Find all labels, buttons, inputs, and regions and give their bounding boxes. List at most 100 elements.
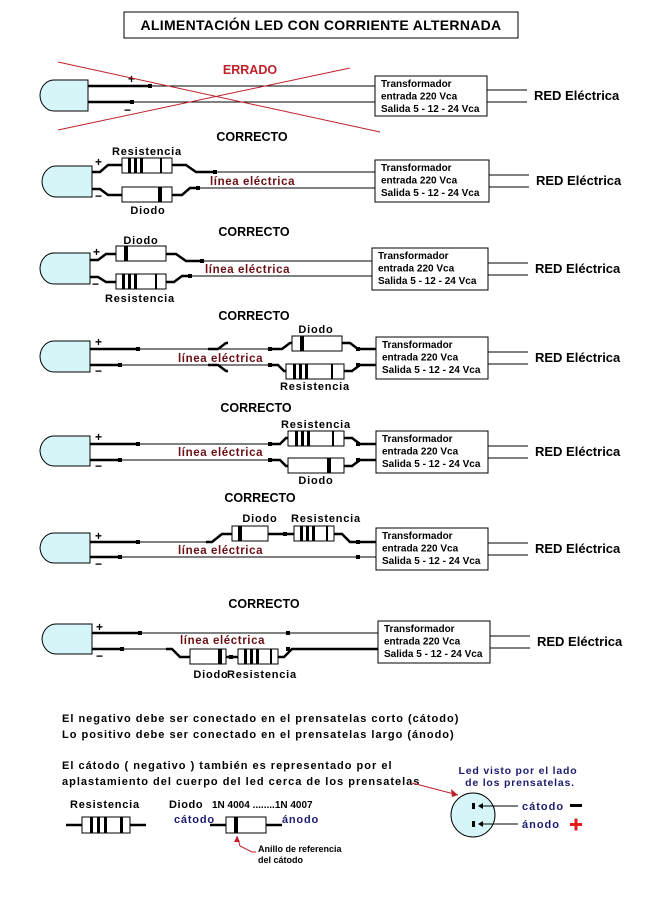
status-label: CORRECTO: [220, 401, 292, 415]
diagram-correcto-2: CORRECTO + − Diodo Resistencia línea elé…: [39, 225, 372, 305]
transformer-text: Salida 5 - 12 - 24 Vca: [381, 104, 480, 115]
grid-label: RED Eléctrica: [535, 350, 621, 365]
pointer-arrow: [411, 782, 459, 796]
transformer-text: Transformador: [382, 531, 453, 542]
note-line-4: aplastamiento del cuerpo del led cerca d…: [62, 776, 420, 788]
led-icon: [39, 252, 91, 285]
ring-pointer: [236, 835, 256, 853]
component-label: Resistencia: [105, 293, 175, 305]
legend-diode-label: Diodo: [169, 799, 203, 811]
grid-label: RED Eléctrica: [535, 541, 621, 556]
status-label: ERRADO: [223, 63, 277, 77]
led-icon: [41, 623, 93, 655]
ring-note-1: Anillo de referencia: [258, 844, 343, 854]
status-label: CORRECTO: [216, 130, 288, 144]
component-label: Resistencia: [227, 669, 297, 681]
led-bottom-view-icon: [450, 792, 496, 838]
component-label: Diodo: [123, 235, 158, 247]
led-view-title-2: de los prensatelas.: [465, 777, 575, 789]
transformer-box: [375, 527, 489, 571]
svg-text:−: −: [95, 364, 102, 378]
svg-text:−: −: [96, 649, 103, 663]
transformer-text: Transformador: [381, 79, 452, 90]
svg-text:+: +: [95, 335, 102, 349]
transformer-text: entrada 220 Vca: [382, 544, 459, 555]
diode-icon: [291, 335, 343, 352]
diode-icon: [231, 525, 269, 542]
transformer-text: entrada 220 Vca: [382, 447, 459, 458]
status-label: CORRECTO: [228, 597, 300, 611]
transformer-text: Transformador: [384, 624, 455, 635]
transformer-text: Transformador: [378, 251, 449, 262]
status-label: CORRECTO: [218, 225, 290, 239]
legend-cathode-label: cátodo: [174, 814, 215, 826]
transformer-box: [374, 75, 488, 117]
linea-label: línea eléctrica: [178, 353, 263, 365]
led-view-title-1: Led visto por el lado: [459, 765, 578, 777]
svg-text:+: +: [96, 620, 103, 634]
grid-label: RED Eléctrica: [536, 173, 622, 188]
svg-text:+: +: [95, 430, 102, 444]
wrong-cross-line: [57, 67, 351, 131]
led-icon: [39, 435, 91, 467]
component-label: Diodo: [242, 513, 277, 525]
component-label: Diodo: [298, 475, 333, 487]
transformer-text: Salida 5 - 12 - 24 Vca: [381, 188, 480, 199]
note-line-1: El negativo debe ser conectado en el pre…: [62, 713, 459, 725]
diagram-correcto-4: CORRECTO + − Resistencia Diodo línea elé…: [39, 401, 376, 487]
grid-label: RED Eléctrica: [534, 88, 620, 103]
diagram-correcto-5: CORRECTO + − Diodo Resistencia línea elé…: [39, 491, 376, 571]
transformer-text: entrada 220 Vca: [381, 176, 458, 187]
diagram-correcto-6: CORRECTO + − Diodo Resistencia línea elé…: [41, 597, 378, 681]
component-label: Resistencia: [281, 419, 351, 431]
linea-label: línea eléctrica: [178, 545, 263, 557]
grid-label: RED Eléctrica: [535, 261, 621, 276]
led-icon: [41, 165, 93, 198]
transformer-text: Salida 5 - 12 - 24 Vca: [382, 365, 481, 376]
linea-label: línea eléctrica: [205, 264, 290, 276]
linea-label: línea eléctrica: [180, 635, 265, 647]
component-label: Diodo: [130, 205, 165, 217]
minus-sign: −: [124, 103, 131, 117]
svg-text:−: −: [95, 557, 102, 571]
transformer-text: Salida 5 - 12 - 24 Vca: [378, 276, 477, 287]
transformer-text: entrada 220 Vca: [378, 264, 455, 275]
transformer-text: Salida 5 - 12 - 24 Vca: [382, 556, 481, 567]
plus-icon: [570, 818, 582, 831]
diode-icon: [115, 245, 167, 262]
transformer-box: [377, 620, 491, 664]
transformer-text: Transformador: [381, 163, 452, 174]
led-view-cathode: cátodo: [522, 801, 564, 813]
component-label: Resistencia: [291, 513, 361, 525]
transformer-text: entrada 220 Vca: [381, 92, 458, 103]
transformer-box: [375, 430, 489, 474]
minus-icon: [570, 804, 582, 807]
cathode-ring: [234, 817, 238, 833]
diode-icon: [121, 186, 173, 203]
linea-label: línea eléctrica: [210, 176, 295, 188]
led-icon: [39, 79, 89, 112]
component-label: Resistencia: [280, 381, 350, 393]
diagram-correcto-3: CORRECTO + − Diodo Resistencia línea elé…: [39, 309, 376, 393]
svg-text:−: −: [92, 277, 99, 291]
transformer-text: Transformador: [382, 340, 453, 351]
svg-text:+: +: [93, 245, 100, 259]
grid-label: RED Eléctrica: [535, 444, 621, 459]
page-title: ALIMENTACIÓN LED CON CORRIENTE ALTERNADA: [141, 16, 502, 33]
note-line-2: Lo positivo debe ser conectado en el pre…: [62, 729, 455, 741]
transformer-box: [371, 247, 489, 291]
led-icon: [39, 532, 91, 564]
legend-diode-models: 1N 4004 ........1N 4007: [212, 800, 313, 811]
transformer-box: [375, 336, 489, 380]
wrong-cross-line: [57, 61, 381, 133]
transformer-text: Salida 5 - 12 - 24 Vca: [382, 459, 481, 470]
legend-diode-icon: [225, 816, 267, 834]
diode-icon: [287, 457, 345, 474]
